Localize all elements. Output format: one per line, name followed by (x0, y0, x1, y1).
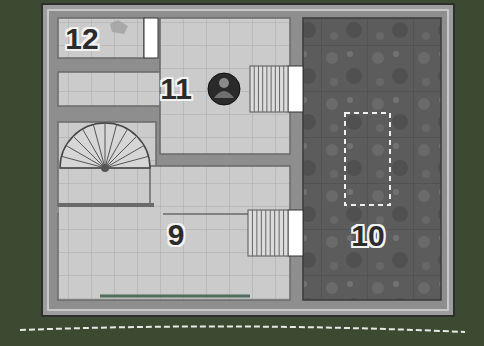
doors (144, 18, 303, 256)
spiral-step (105, 146, 144, 169)
room-number: 9 (168, 220, 185, 250)
stair-step (254, 66, 255, 112)
stair-step (261, 210, 262, 256)
stair-step (279, 210, 280, 256)
stair-step (270, 210, 271, 256)
spiral-step (105, 156, 148, 168)
spiral-post (101, 164, 109, 172)
stair-step (283, 210, 284, 256)
stair-step (252, 210, 253, 256)
outer-wall (42, 4, 454, 316)
stair-step (271, 66, 272, 112)
floors (58, 18, 290, 300)
stair-step (266, 66, 267, 112)
spiral-step (93, 125, 105, 168)
spiral-stair (60, 123, 150, 172)
rubble (110, 20, 128, 34)
ledge (100, 295, 250, 298)
dashed-area (345, 113, 390, 205)
room-number: 10 (351, 221, 384, 251)
inner-wall (48, 10, 448, 310)
stairs (248, 66, 288, 256)
stair-step (256, 210, 257, 256)
stair-step (279, 66, 280, 112)
cavern-floor (303, 18, 441, 300)
spiral-step (60, 168, 105, 169)
spiral-step (105, 168, 150, 169)
stair-step (265, 210, 266, 256)
stair-step (283, 66, 284, 112)
room-number: 11 (160, 74, 192, 104)
stair-step (274, 210, 275, 256)
stair-step (262, 66, 263, 112)
stair-step (258, 66, 259, 112)
spiral-step (83, 129, 106, 168)
spiral-step (105, 123, 106, 168)
figure-token (208, 73, 240, 105)
map-edge (20, 326, 465, 332)
room-number: 12 (65, 24, 98, 54)
stair-step (275, 66, 276, 112)
